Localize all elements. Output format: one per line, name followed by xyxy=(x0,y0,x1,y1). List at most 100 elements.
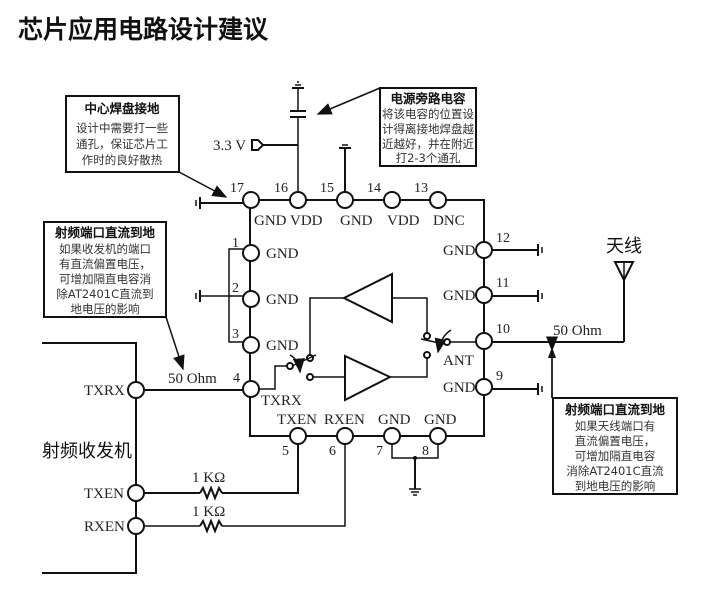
pin-number: 16 xyxy=(274,181,288,196)
ground-bus-left xyxy=(195,248,243,343)
pin-11 xyxy=(475,286,493,304)
ground-bus-bottom xyxy=(391,444,439,496)
pin-label: ANT xyxy=(443,353,474,369)
rf-transceiver: TXRX TXEN RXEN 射频收发机 xyxy=(42,342,145,574)
txen-trace: 1 KΩ xyxy=(144,444,299,501)
left-pins: 1 2 3 4 GND GND GND TXRX xyxy=(232,236,302,409)
transceiver-label: 射频收发机 xyxy=(42,441,132,462)
top-pins: 17 16 15 14 13 GND VDD GND VDD DNC xyxy=(230,181,465,229)
pin-number: 12 xyxy=(496,231,510,246)
pin-1 xyxy=(242,244,260,262)
trace-impedance-right: 50 Ohm xyxy=(553,323,602,339)
pin-9 xyxy=(475,378,493,396)
pin-label: GND xyxy=(443,243,476,259)
pin-6 xyxy=(336,427,354,445)
note-line: 设计中需要打一些 xyxy=(76,121,168,135)
pin-12 xyxy=(475,241,493,259)
pin-label: GND xyxy=(254,213,287,229)
pin-label: GND xyxy=(266,246,299,262)
note-line: 计得离接地焊盘越 xyxy=(382,122,474,136)
pin-label: GND xyxy=(378,412,411,428)
chip-outline xyxy=(249,199,485,437)
pin-label: GND xyxy=(266,338,299,354)
pin-number: 8 xyxy=(422,444,429,459)
note-line: 如果天线端口有 xyxy=(575,419,656,433)
pin-16 xyxy=(289,191,307,209)
transceiver-pin-txrx xyxy=(127,381,145,399)
note-line: 如果收发机的端口 xyxy=(59,242,151,256)
page-title: 芯片应用电路设计建议 xyxy=(18,15,269,44)
note-line: 消除AT2401C直流 xyxy=(566,464,664,478)
transceiver-pin-txen xyxy=(127,484,145,502)
pin-number: 14 xyxy=(367,181,381,196)
note-title: 射频端口直流到地 xyxy=(564,402,666,417)
note-title: 中心焊盘接地 xyxy=(84,101,160,116)
pin-number: 1 xyxy=(232,236,239,251)
pin-14 xyxy=(383,191,401,209)
trace-impedance-left: 50 Ohm xyxy=(168,371,217,387)
note-line: 近越好，并在附近 xyxy=(382,137,474,151)
resistor-value: 1 KΩ xyxy=(192,470,225,486)
ground-symbol xyxy=(339,144,351,192)
ground-symbols-right xyxy=(492,244,543,395)
note-line: 地电压的影响 xyxy=(71,302,140,316)
pin-13 xyxy=(429,191,447,209)
pin-3 xyxy=(242,336,260,354)
pin-label: GND xyxy=(340,213,373,229)
note-rf-port-left: 射频端口直流到地 如果收发机的端口 有直流偏置电压， 可增加隔直电容消 除AT2… xyxy=(43,221,185,371)
resistor-value: 1 KΩ xyxy=(192,504,225,520)
supply-label: 3.3 V xyxy=(213,138,246,154)
pin-number: 4 xyxy=(233,371,240,386)
note-line: 通孔，保证芯片工 xyxy=(76,137,168,151)
note-bypass-cap: 电源旁路电容 将该电容的位置设 计得离接地焊盘越 近越好，并在附近 打2-3个通… xyxy=(316,87,477,167)
ground-symbol xyxy=(195,197,243,209)
transceiver-txrx-label: TXRX xyxy=(84,383,125,399)
pin-number: 10 xyxy=(496,322,510,337)
note-arrow xyxy=(316,87,381,115)
note-title: 射频端口直流到地 xyxy=(54,225,156,240)
pin-label: VDD xyxy=(387,213,420,229)
pin-label: GND xyxy=(443,288,476,304)
pin-label: TXEN xyxy=(277,412,317,428)
pin-number: 5 xyxy=(282,444,289,459)
pin-label: GND xyxy=(266,292,299,308)
rx-amplifier xyxy=(341,272,393,324)
pin-number: 7 xyxy=(376,444,383,459)
pin-label: RXEN xyxy=(324,412,365,428)
pin-2 xyxy=(242,290,260,308)
note-line: 到地电压的影响 xyxy=(575,479,656,493)
transceiver-pin-rxen xyxy=(127,517,145,535)
tx-amplifier xyxy=(344,354,393,402)
pin-number: 2 xyxy=(232,281,239,296)
right-pins: 12 11 10 9 GND GND ANT GND xyxy=(443,231,510,396)
note-line: 除AT2401C直流到 xyxy=(56,287,153,301)
rxen-trace: 1 KΩ xyxy=(144,444,346,534)
note-center-pad: 中心焊盘接地 设计中需要打一些 通孔，保证芯片工 作时的良好散热 xyxy=(65,95,228,198)
note-line: 有直流偏置电压， xyxy=(59,257,151,271)
note-line: 将该电容的位置设 xyxy=(382,107,474,121)
pin-label: GND xyxy=(443,380,476,396)
pin-15 xyxy=(336,191,354,209)
note-rf-port-right: 射频端口直流到地 如果天线端口有 直流偏置电压， 可增加隔直电容 消除AT240… xyxy=(546,336,678,495)
pin-4 xyxy=(242,380,260,398)
antenna-trace: 天线 50 Ohm xyxy=(492,236,642,343)
bypass-capacitor xyxy=(290,81,306,192)
resistor-rxen xyxy=(199,518,223,534)
note-arrow xyxy=(165,316,185,371)
pin-number: 11 xyxy=(496,276,509,291)
pin-number: 6 xyxy=(329,444,336,459)
pin-label: DNC xyxy=(433,213,465,229)
internal-circuit xyxy=(259,272,476,402)
pin-17 xyxy=(242,191,260,209)
pin-number: 17 xyxy=(230,181,244,196)
pin-7 xyxy=(383,427,401,445)
note-line: 直流偏置电压， xyxy=(575,434,656,448)
pin-8 xyxy=(429,427,447,445)
bottom-pins: 5 6 7 8 TXEN RXEN GND GND xyxy=(277,412,457,459)
note-line: 可增加隔直电容消 xyxy=(59,272,151,286)
transceiver-txen-label: TXEN xyxy=(84,486,124,502)
note-line: 作时的良好散热 xyxy=(82,153,163,167)
pin-5 xyxy=(289,427,307,445)
note-title: 电源旁路电容 xyxy=(390,91,466,106)
